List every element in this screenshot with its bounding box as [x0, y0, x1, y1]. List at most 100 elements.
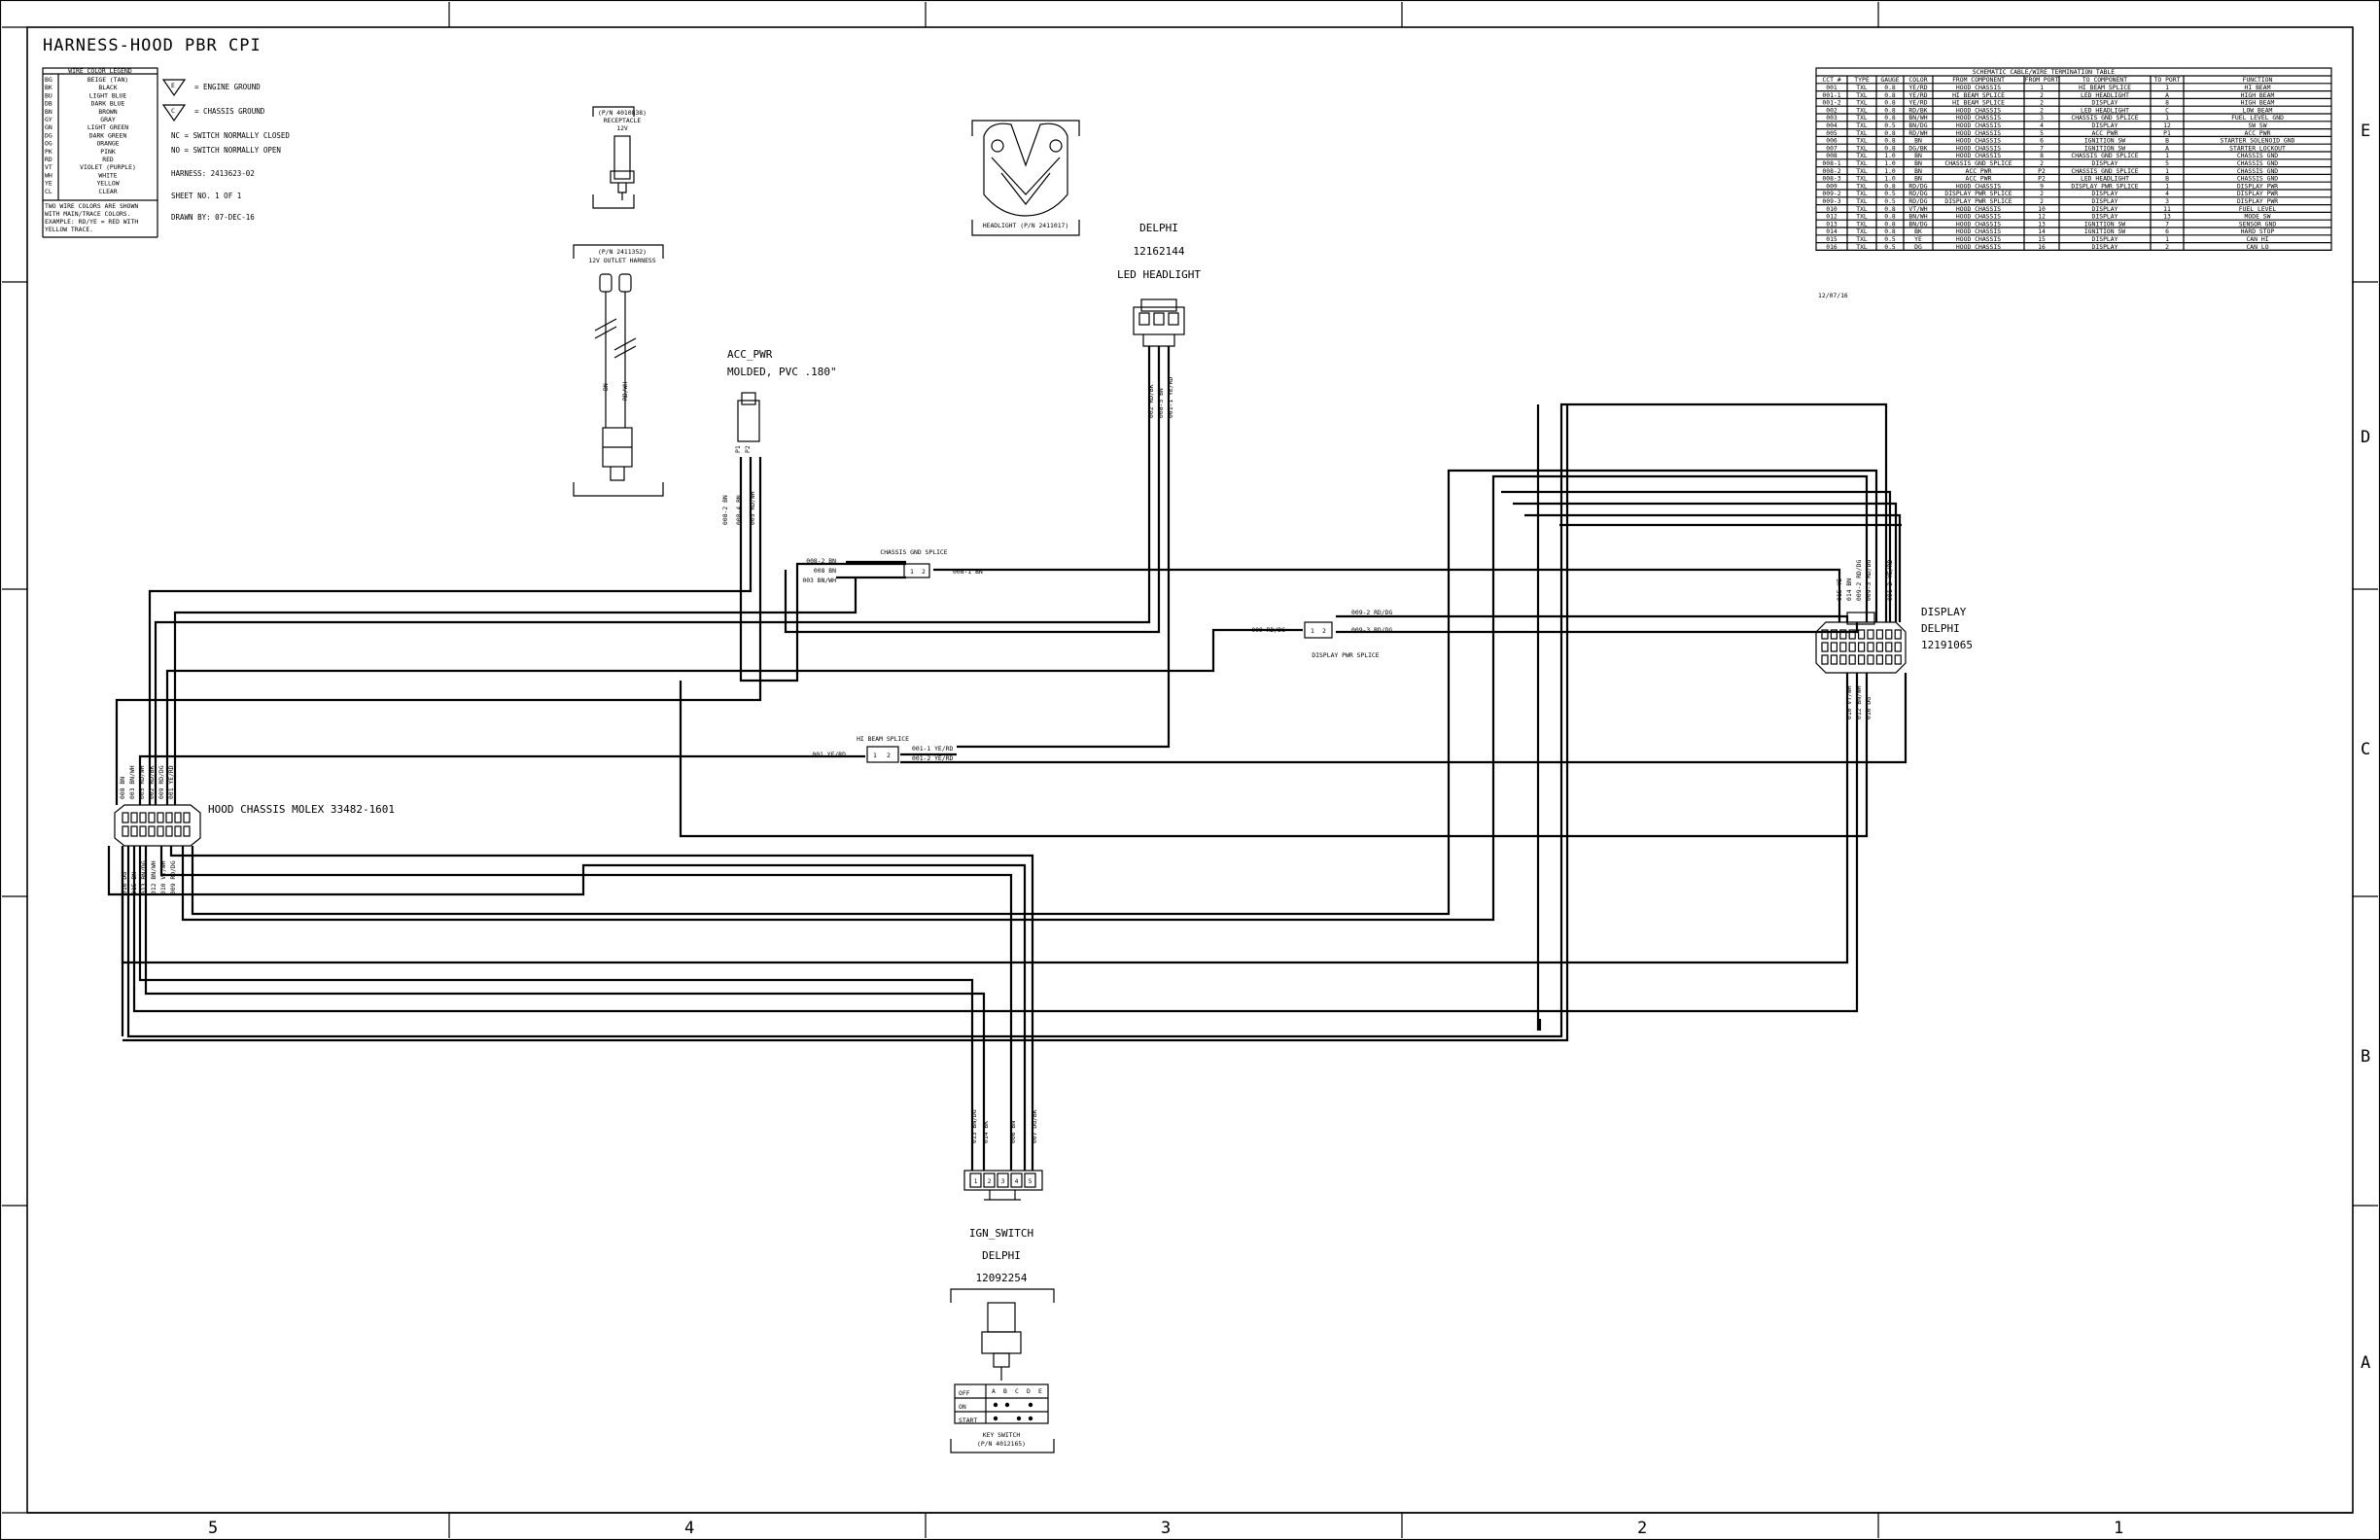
wire-label: 005 RD/WH [138, 765, 146, 799]
table-cell: 2 [2040, 159, 2044, 167]
table-cell: 2 [2040, 190, 2044, 197]
table-header-cell: FUNCTION [2243, 76, 2273, 84]
contact-dot [1028, 1416, 1033, 1421]
row-label: C [2361, 740, 2371, 759]
legend-code: PK [45, 148, 52, 156]
table-cell: 5 [2040, 129, 2044, 137]
table-cell: 14 [2038, 228, 2046, 235]
table-cell: DISPLAY [2092, 205, 2118, 213]
table-cell: SENSOR GND [2239, 220, 2277, 228]
table-cell: 0.5 [1884, 197, 1896, 205]
harness-number: HARNESS: 2413623-02 [171, 169, 255, 178]
legend-color: DARK GREEN [89, 131, 127, 139]
col-label: 2 [1637, 1519, 1648, 1538]
connector-pin [148, 825, 156, 837]
table-cell: DISPLAY PWR [2237, 190, 2278, 197]
legend-code: DG [45, 131, 52, 139]
table-cell: 1 [2165, 84, 2169, 91]
table-cell: IGNITION SW [2084, 228, 2125, 235]
wire-label: 003 BN/WH [802, 577, 836, 584]
legend-color: GRAY [100, 116, 116, 123]
connector-pin [157, 812, 164, 823]
receptacle-name: RECEPTACLE [604, 117, 642, 124]
table-cell: DISPLAY [2092, 243, 2118, 251]
table-cell: 010 [1826, 205, 1838, 213]
table-cell: DISPLAY PWR SPLICE [1944, 197, 2012, 205]
legend-color: LIGHT BLUE [89, 91, 127, 99]
table-cell: HOOD_CHASSIS [1956, 213, 2001, 221]
table-cell: 0.8 [1884, 213, 1896, 221]
table-cell: 0.8 [1884, 220, 1896, 228]
connector-pin [1894, 642, 1902, 652]
table-cell: DG [1914, 243, 1922, 251]
legend-color: BLACK [98, 84, 117, 91]
table-cell: 015 [1826, 235, 1838, 243]
table-cell: FUEL LEVEL [2239, 205, 2277, 213]
pin-label: 5 [1029, 1177, 1032, 1185]
key-table-row: OFF [959, 1389, 970, 1397]
table-header-cell: COLOR [1908, 76, 1927, 84]
table-cell: 0.8 [1884, 205, 1896, 213]
table-cell: TXL [1856, 205, 1868, 213]
connector-pin [1875, 629, 1884, 640]
connector-pin [1839, 642, 1847, 652]
table-cell: IGNITION SW [2084, 220, 2125, 228]
svg-text:E: E [171, 82, 175, 89]
table-cell: RD/DG [1908, 190, 1927, 197]
table-cell: 013 [1826, 220, 1838, 228]
connector-pin [1867, 629, 1874, 640]
connector-pin [1867, 642, 1874, 652]
table-cell: SW SW [2248, 122, 2266, 129]
table-cell: 008-2 [1822, 167, 1840, 175]
wire-label: 001 YE/RD [812, 751, 846, 758]
headlight-name: LED HEADLIGHT [1117, 268, 1201, 281]
table-cell: 1 [2040, 84, 2044, 91]
engine-ground-icon [161, 79, 187, 97]
table-cell: B [2165, 175, 2169, 183]
table-cell: RD/WH [1908, 129, 1927, 137]
display-connector: DISPLAY DELPHI 12191065 [1815, 606, 1973, 674]
table-cell: CHASSIS GND [2237, 159, 2278, 167]
table-cell: DISPLAY [2092, 122, 2118, 129]
contact-dot [1004, 1402, 1010, 1408]
key-table-col: D [1027, 1387, 1031, 1395]
hi-beam-splice-label: HI BEAM SPLICE [857, 735, 909, 743]
connector-pin [1894, 629, 1902, 640]
svg-text:2: 2 [922, 568, 926, 576]
table-cell: TXL [1856, 159, 1868, 167]
table-cell: 1.0 [1884, 167, 1896, 175]
table-cell: YE/RD [1908, 91, 1927, 99]
splice-icon [903, 563, 930, 578]
legend-code: BK [45, 84, 52, 91]
table-header-cell: FROM PORT [2025, 76, 2059, 84]
table-cell: 2 [2040, 106, 2044, 114]
wire-label: 001-2 YE/RD [912, 754, 953, 762]
table-cell: 3 [2165, 197, 2169, 205]
table-cell: B [2165, 137, 2169, 145]
table-cell: DISPLAY PWR SPLICE [1944, 190, 2012, 197]
table-cell: 6 [2165, 228, 2169, 235]
connector-pin [130, 812, 138, 823]
display-maker: DELPHI [1921, 622, 1960, 635]
table-cell: 001-2 [1822, 99, 1840, 107]
receptacle-body-icon [613, 135, 631, 180]
table-cell: 001 [1826, 84, 1838, 91]
table-cell: DISPLAY PWR SPLICE [2071, 182, 2138, 190]
table-cell: DISPLAY [2092, 235, 2118, 243]
connector-pin [1875, 642, 1884, 652]
wire-label: 013 BN/DG [970, 1109, 978, 1143]
wire-label: 005 RD/WH [749, 491, 756, 525]
table-cell: TXL [1856, 220, 1868, 228]
wire-label: 009-2 RD/DG [1351, 609, 1392, 616]
connector-pin [122, 825, 129, 837]
connector-pin [1875, 654, 1884, 665]
key-table-col: B [1003, 1387, 1007, 1395]
table-cell: LED HEADLIGHT [2081, 91, 2129, 99]
table-header-cell: TO PORT [2154, 76, 2181, 84]
chassis-gnd-splice-label: CHASSIS GND SPLICE [880, 548, 947, 556]
hood-chassis-connector: HOOD CHASSIS MOLEX 33482-1601 [114, 803, 395, 847]
table-cell: BN/DG [1908, 122, 1927, 129]
table-cell: HOOD_CHASSIS [1956, 137, 2001, 145]
table-cell: CHASSIS GND [2237, 152, 2278, 159]
